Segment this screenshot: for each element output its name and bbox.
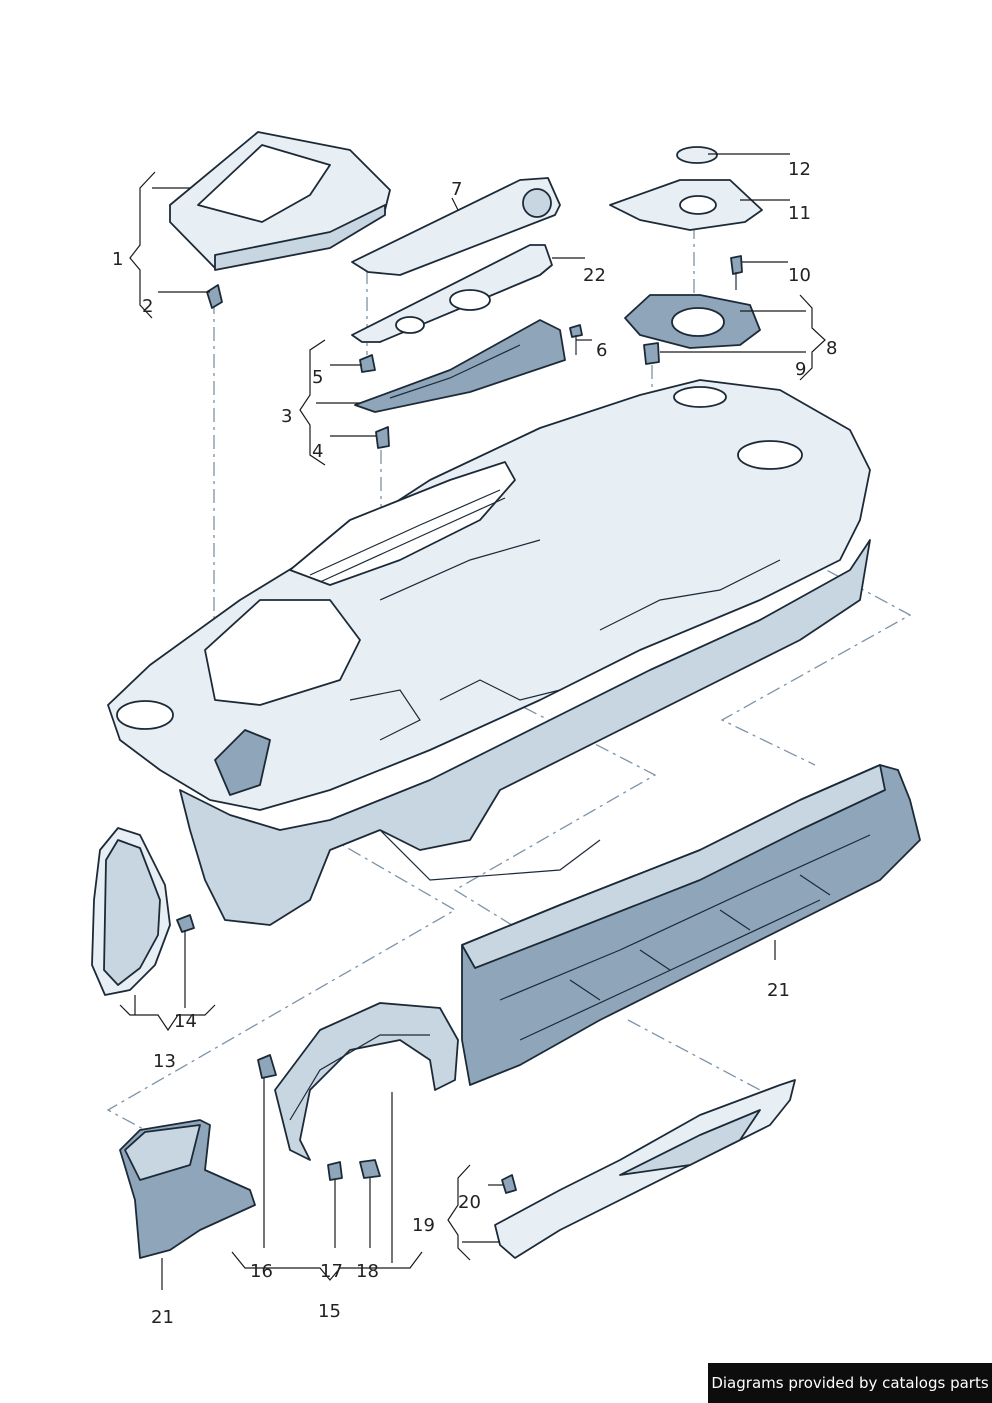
callout-3: 3 (281, 406, 292, 427)
callout-8: 8 (826, 338, 837, 359)
part-1-cover (169, 131, 391, 309)
callout-15: 15 (318, 1301, 341, 1322)
part-15-cluster-trim (257, 1002, 459, 1181)
callout-16: 16 (250, 1261, 273, 1282)
callout-14: 14 (174, 1011, 197, 1032)
callout-21-crossbeam: 21 (767, 980, 790, 1001)
callout-10: 10 (788, 265, 811, 286)
callout-22: 22 (583, 265, 606, 286)
callout-4: 4 (312, 441, 323, 462)
callout-6: 6 (596, 340, 607, 361)
part-21-side-bracket (119, 1119, 256, 1259)
group-braces (119, 171, 826, 1281)
dashboard-main (107, 379, 871, 926)
callout-11: 11 (788, 203, 811, 224)
callout-1: 1 (112, 249, 123, 270)
callout-12: 12 (788, 159, 811, 180)
callout-21-bracket: 21 (151, 1307, 174, 1328)
callout-18: 18 (356, 1261, 379, 1282)
part-7-strip (351, 177, 561, 276)
callout-labels: 1 2 3 4 5 6 7 8 9 10 11 12 13 14 15 16 1… (112, 159, 837, 1328)
callout-19: 19 (412, 1215, 435, 1236)
part-8-12-assembly (609, 146, 763, 365)
callout-20: 20 (458, 1192, 481, 1213)
attribution-banner: Diagrams provided by catalogs parts (708, 1363, 992, 1403)
callout-5: 5 (312, 367, 323, 388)
part-21-crossbeam (461, 764, 921, 1086)
part-13-side-cover (91, 827, 195, 996)
callout-2: 2 (142, 296, 153, 317)
callout-9: 9 (795, 359, 806, 380)
callout-13: 13 (153, 1051, 176, 1072)
part-3-bracket (354, 319, 583, 449)
part-19-lower-trim (494, 1079, 796, 1259)
leader-lines (134, 153, 806, 1290)
part-22-strip (351, 244, 553, 343)
callout-17: 17 (320, 1261, 343, 1282)
callout-7: 7 (451, 179, 462, 200)
